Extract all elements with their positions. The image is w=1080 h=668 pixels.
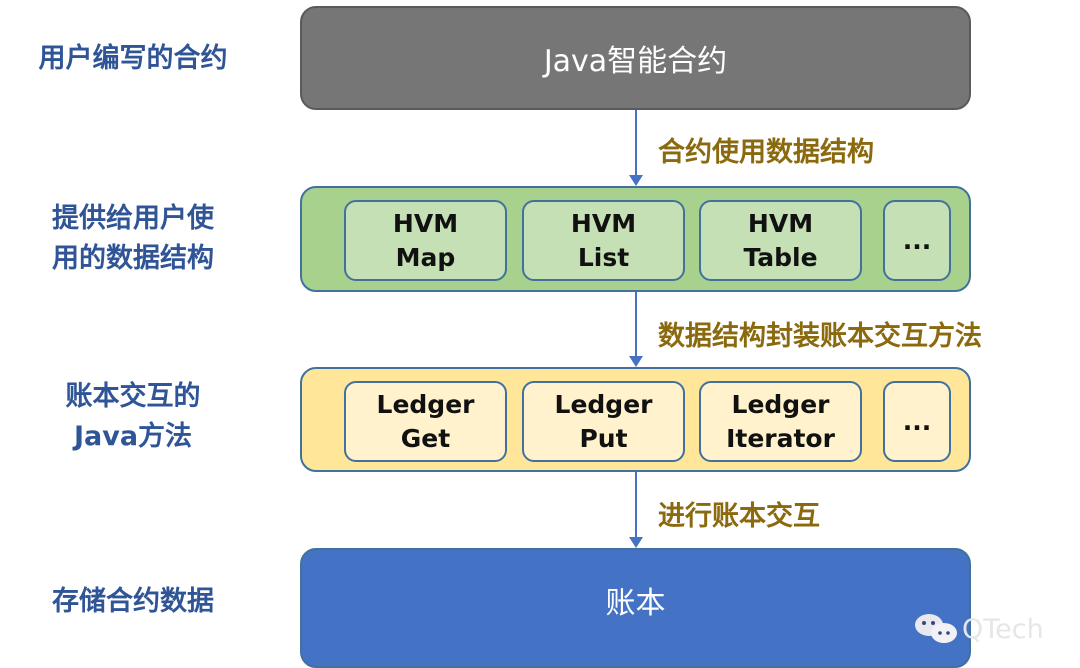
- arrow-label-2: 数据结构封装账本交互方法: [658, 321, 982, 352]
- label-ledger-methods-1: 账本交互的: [65, 381, 201, 412]
- watermark: QTech: [912, 612, 1044, 646]
- arrow-label-3: 进行账本交互: [658, 501, 820, 532]
- label-provided-structures-1: 提供给用户使: [52, 203, 214, 234]
- ledger-box: 账本: [300, 548, 971, 668]
- arrow-label-1: 合约使用数据结构: [658, 137, 874, 168]
- label-user-contract: 用户编写的合约: [38, 43, 228, 74]
- more-methods-box: ...: [883, 381, 951, 462]
- label-ledger-methods-2: Java方法: [73, 421, 193, 452]
- more-structures-box: ...: [883, 200, 951, 281]
- label-store-data: 存储合约数据: [52, 586, 214, 617]
- label-provided-structures-2: 用的数据结构: [52, 243, 214, 274]
- java-contract-text: Java智能合约: [543, 44, 728, 79]
- java-contract-box: Java智能合约: [300, 6, 971, 110]
- wechat-icon: [915, 614, 957, 643]
- arrow-1: [629, 110, 643, 186]
- arrow-3: [629, 472, 643, 548]
- watermark-text: QTech: [962, 613, 1044, 645]
- ledger-text: 账本: [605, 586, 666, 621]
- arrow-2: [629, 292, 643, 367]
